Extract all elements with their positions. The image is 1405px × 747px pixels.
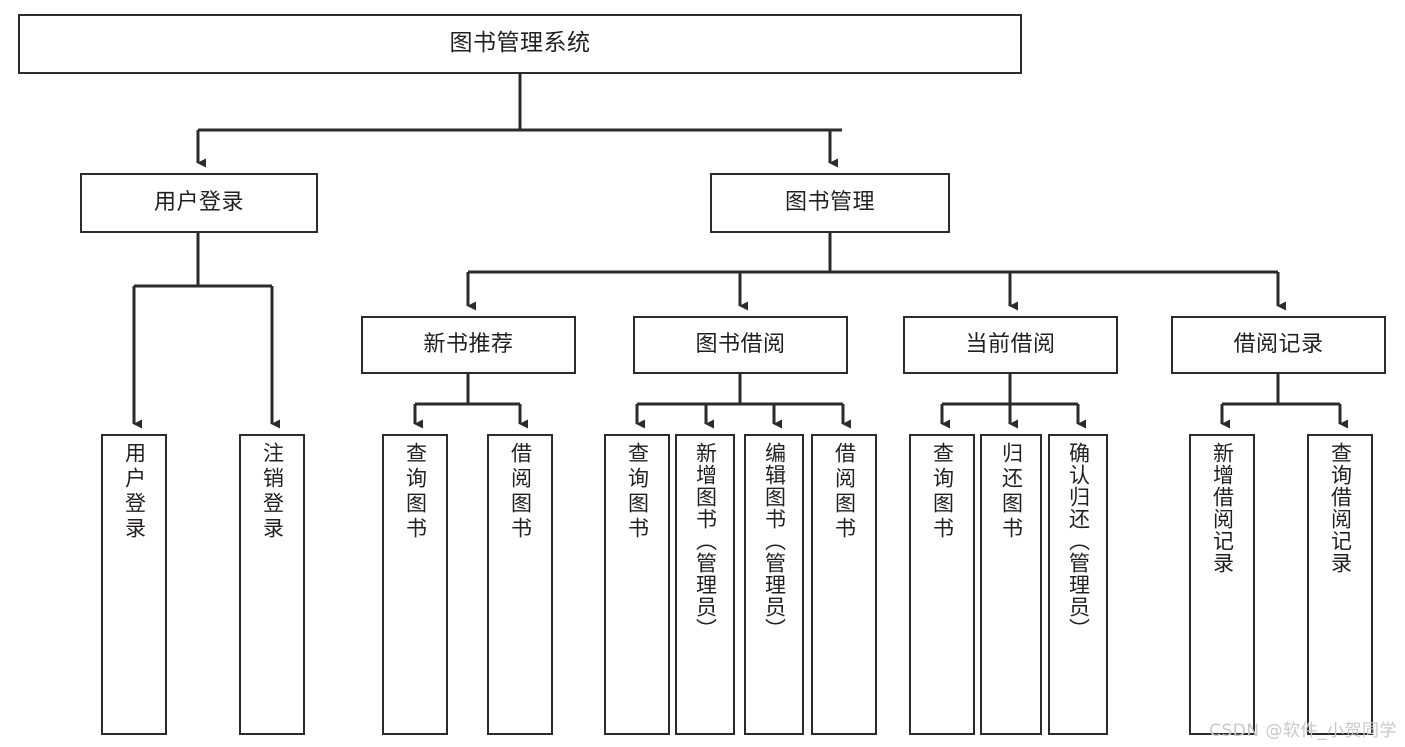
leaf-query-borrow-record[interactable]: 查询借阅记录: [1307, 434, 1373, 735]
leaf-user-login[interactable]: 用户登录: [101, 434, 167, 735]
node-label: 图书管理: [784, 190, 875, 216]
leaf-borrow-book[interactable]: 借阅图书: [811, 434, 877, 735]
node-current-borrow[interactable]: 当前借阅: [903, 316, 1118, 374]
node-new-book-recommend[interactable]: 新书推荐: [361, 316, 576, 374]
node-label: 当前借阅: [965, 332, 1056, 358]
node-book-borrow[interactable]: 图书借阅: [633, 316, 848, 374]
node-label: 注销登录: [260, 442, 285, 542]
csdn-watermark: CSDN @软件_小贺同学: [1209, 721, 1397, 741]
leaf-borrow-book-new[interactable]: 借阅图书: [487, 434, 553, 735]
node-label: 图书管理系统: [449, 30, 591, 57]
node-label: 新增图书（管理员）: [693, 442, 718, 640]
node-label: 借阅图书: [508, 442, 533, 542]
leaf-return-book[interactable]: 归还图书: [980, 434, 1042, 735]
leaf-add-borrow-record[interactable]: 新增借阅记录: [1189, 434, 1255, 735]
node-label: 查询图书: [930, 442, 955, 542]
leaf-query-book-new[interactable]: 查询图书: [382, 434, 448, 735]
node-label: 新书推荐: [423, 332, 514, 358]
node-label: 查询图书: [403, 442, 428, 542]
leaf-edit-book-admin[interactable]: 编辑图书（管理员）: [744, 434, 804, 735]
node-label: 借阅记录: [1233, 332, 1324, 358]
node-label: 用户登录: [153, 190, 244, 216]
node-label: 归还图书: [999, 442, 1024, 542]
node-user-login[interactable]: 用户登录: [80, 173, 318, 233]
node-label: 编辑图书（管理员）: [762, 442, 787, 640]
leaf-logout[interactable]: 注销登录: [239, 434, 305, 735]
node-label: 确认归还（管理员）: [1066, 442, 1091, 640]
node-label: 借阅图书: [832, 442, 857, 542]
leaf-add-book-admin[interactable]: 新增图书（管理员）: [675, 434, 735, 735]
node-label: 查询图书: [625, 442, 650, 542]
leaf-query-book-current[interactable]: 查询图书: [909, 434, 975, 735]
node-borrow-record[interactable]: 借阅记录: [1171, 316, 1386, 374]
leaf-confirm-return-admin[interactable]: 确认归还（管理员）: [1048, 434, 1108, 735]
node-label: 用户登录: [122, 442, 147, 542]
node-book-management-system[interactable]: 图书管理系统: [18, 14, 1022, 74]
node-label: 新增借阅记录: [1210, 442, 1235, 574]
node-label: 查询借阅记录: [1328, 442, 1353, 574]
node-label: 图书借阅: [695, 332, 786, 358]
node-book-management[interactable]: 图书管理: [710, 173, 950, 233]
leaf-query-book-borrow[interactable]: 查询图书: [604, 434, 670, 735]
